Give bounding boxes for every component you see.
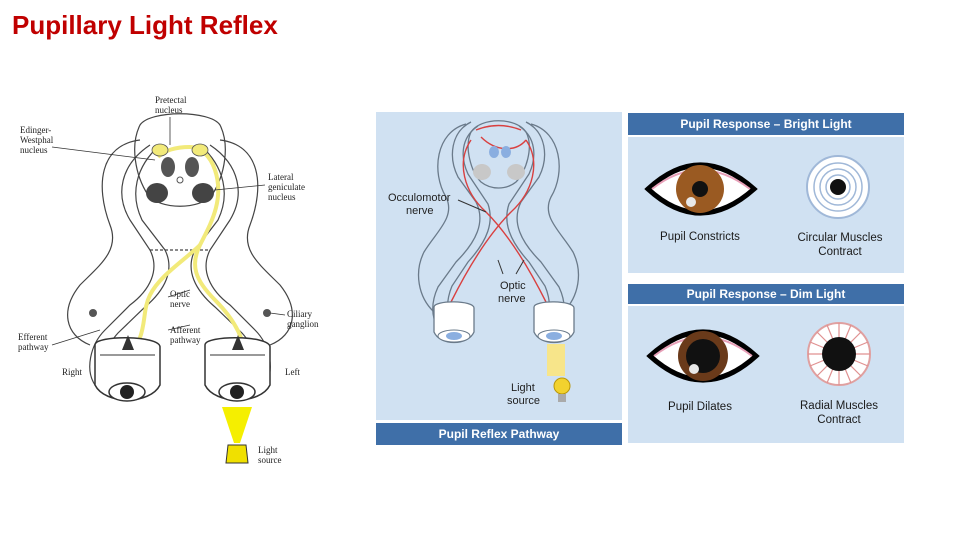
caption-circular-line2: Contract xyxy=(818,246,862,258)
dim-light-header: Pupil Response – Dim Light xyxy=(628,284,904,304)
caption-circular-muscles: Circular Muscles Contract xyxy=(780,231,900,259)
left-label-pointers xyxy=(51,117,286,346)
bright-light-header: Pupil Response – Bright Light xyxy=(628,113,904,135)
middle-red-pathway xyxy=(450,124,547,303)
caption-radial-line2: Contract xyxy=(817,414,861,426)
middle-left-eye xyxy=(533,301,575,344)
circular-muscle-iris xyxy=(806,155,870,219)
nerve-outlines xyxy=(67,113,293,386)
bright-light-illustration xyxy=(644,155,870,219)
caption-pupil-constricts: Pupil Constricts xyxy=(660,231,740,243)
label-right: Right xyxy=(62,367,83,377)
light-bulb-icon xyxy=(225,444,249,464)
dilated-eye xyxy=(646,329,760,383)
right-eye xyxy=(94,335,161,402)
middle-nuclei xyxy=(473,146,525,180)
caption-circular-line1: Circular Muscles xyxy=(797,232,883,244)
middle-light-bulb-icon xyxy=(553,377,571,402)
caption-radial-muscles: Radial Muscles Contract xyxy=(779,399,899,427)
ciliary-ganglion-left xyxy=(263,309,271,317)
left-eye xyxy=(204,335,271,402)
middle-light-beam xyxy=(547,344,565,376)
label-left: Left xyxy=(285,367,300,377)
caption-radial-line1: Radial Muscles xyxy=(800,400,878,412)
caption-pupil-dilates: Pupil Dilates xyxy=(668,401,732,413)
constricted-eye xyxy=(644,162,758,216)
ciliary-ganglion-right xyxy=(89,309,97,317)
brain-nuclei xyxy=(146,143,214,203)
light-beam xyxy=(222,407,252,443)
page-title: Pupillary Light Reflex xyxy=(12,10,278,40)
dim-light-illustration xyxy=(646,322,871,386)
pathway-panel xyxy=(376,112,622,420)
middle-right-eye xyxy=(433,301,475,344)
pathway-footer-bar: Pupil Reflex Pathway xyxy=(376,423,622,445)
middle-arrows xyxy=(457,199,525,275)
radial-muscle-iris xyxy=(807,322,871,386)
